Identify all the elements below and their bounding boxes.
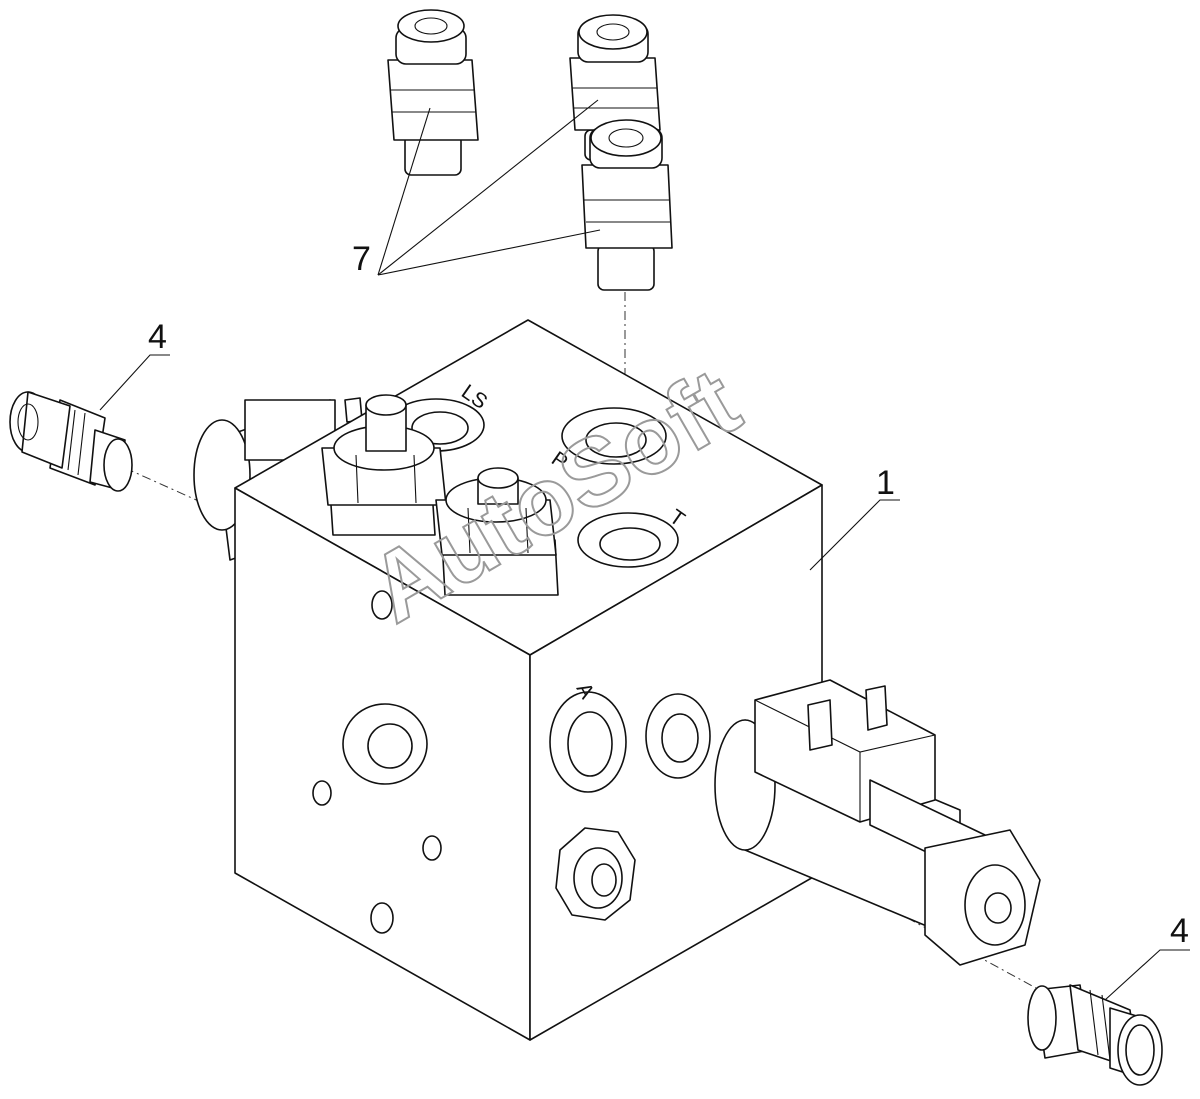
port-p [561, 407, 667, 465]
leader-item-7a [377, 107, 431, 276]
top-fitting-1 [387, 9, 479, 176]
left-face-hole-2 [422, 835, 442, 861]
left-face-hole-1 [312, 780, 332, 806]
callout-item-1: 1 [876, 464, 895, 502]
leader-item-4-left [99, 354, 170, 411]
cartridge-valve-2 [435, 467, 559, 596]
cartridge-valve-1 [321, 394, 447, 536]
manifold-block [234, 319, 823, 1041]
leader-item-4-right [1104, 949, 1190, 1001]
left-face-hole-3 [370, 902, 394, 934]
leader-lines [99, 99, 1190, 1001]
left-face-port [342, 703, 428, 785]
leader-item-7c [377, 229, 601, 276]
port-a [549, 691, 627, 793]
right-face-port-b [645, 693, 711, 779]
leader-item-1 [809, 499, 900, 571]
hex-plug [555, 827, 636, 921]
top-fitting-3 [581, 119, 673, 291]
port-t [577, 512, 679, 568]
callout-item-7: 7 [352, 240, 371, 278]
left-fitting [9, 391, 133, 492]
callout-item-4-left: 4 [148, 318, 167, 356]
right-fitting [1027, 984, 1163, 1086]
side-plug [371, 590, 393, 620]
callout-item-4-right: 4 [1170, 912, 1189, 950]
right-solenoid [714, 679, 1041, 966]
leader-item-7b [377, 99, 599, 276]
